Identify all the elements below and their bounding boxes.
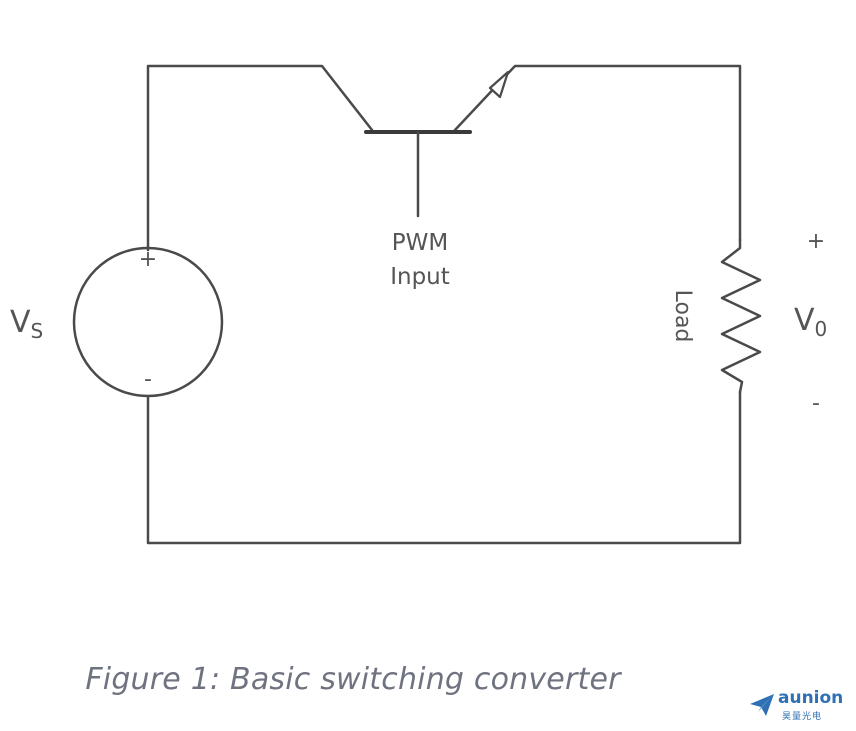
figure-caption: Figure 1: Basic switching converter (85, 662, 621, 697)
output-label: V0 (794, 303, 827, 341)
output-label-sub: 0 (815, 317, 828, 341)
load-resistor (720, 238, 762, 394)
source-label: VS (10, 305, 43, 343)
source-label-main: V (10, 305, 31, 340)
wire-top-right (453, 64, 742, 242)
paper-plane-icon (750, 694, 774, 716)
source-label-sub: S (31, 319, 44, 343)
emitter-arrow-icon (488, 70, 510, 99)
gate-label-line2: Input (390, 264, 450, 290)
load-label: Load (670, 290, 695, 343)
brand-subtitle: 昊量光电 (782, 712, 823, 722)
brand-name: aunion (778, 688, 844, 708)
wire-top-left (146, 64, 374, 252)
source-minus-sign: - (144, 367, 152, 392)
voltage-source-circle (72, 246, 224, 398)
wire-bottom (146, 390, 742, 545)
output-plus-sign: + (807, 229, 825, 254)
brand-logo: aunion 昊量光电 (748, 688, 848, 724)
output-label-main: V (794, 303, 815, 338)
source-plus-sign: + (139, 247, 157, 272)
output-minus-sign: - (812, 391, 820, 416)
gate-label-line1: PWM (392, 230, 448, 256)
